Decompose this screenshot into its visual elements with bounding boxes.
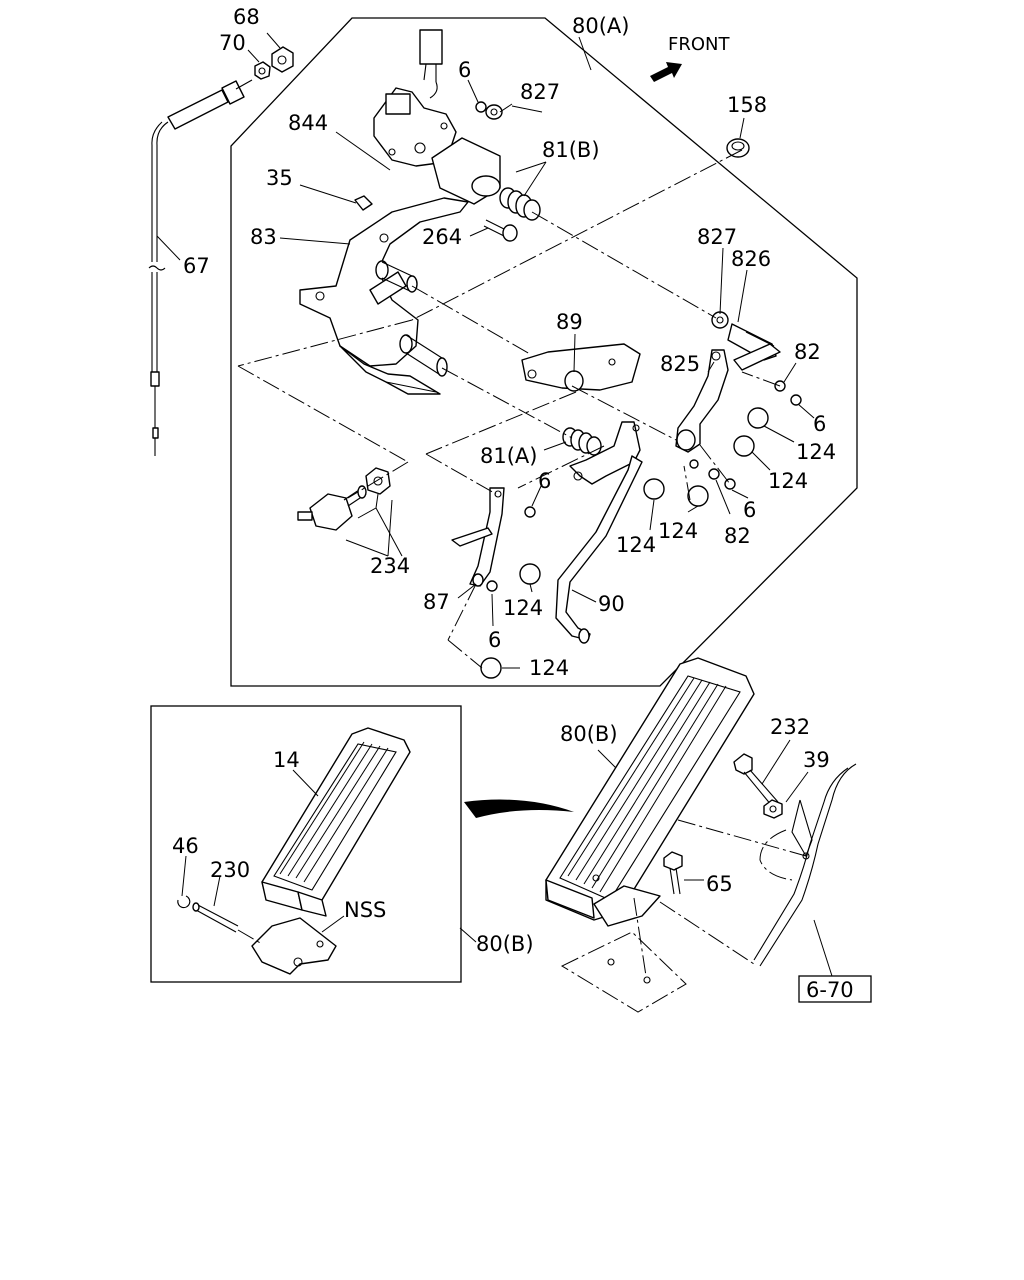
- label-124-m1: 124: [616, 533, 656, 557]
- bolt-264: [483, 219, 518, 242]
- label-front: FRONT: [668, 34, 730, 55]
- stopper-35: [354, 195, 373, 211]
- label-81a: 81(A): [480, 444, 537, 468]
- cap-158: [726, 138, 750, 158]
- label-87: 87: [423, 590, 450, 614]
- bushing-827-top: [485, 104, 503, 120]
- label-80b: 80(B): [560, 722, 618, 746]
- label-68: 68: [233, 5, 260, 29]
- spring-81b: [499, 187, 541, 221]
- label-83: 83: [250, 225, 277, 249]
- part-labels: 68 70 67 80(A) FRONT 6 827 158 844 81(B)…: [172, 5, 854, 1002]
- label-124-l: 124: [503, 596, 543, 620]
- label-124-r2: 124: [768, 469, 808, 493]
- label-825: 825: [660, 352, 700, 376]
- hinge-bracket-nss: [251, 917, 337, 975]
- label-14: 14: [273, 748, 300, 772]
- pin-230: [192, 902, 239, 933]
- inset-leaders: [181, 769, 477, 943]
- label-827-right: 827: [697, 225, 737, 249]
- cap-124-bot: [480, 657, 502, 679]
- label-124-m2: 124: [658, 519, 698, 543]
- pedal-bracket-83: [299, 197, 469, 395]
- clip-6-bottom: [724, 478, 736, 490]
- front-arrow-icon: [650, 62, 682, 82]
- cap-124-m2: [687, 485, 709, 507]
- bushing-827-right: [711, 311, 729, 329]
- arm-825: [675, 349, 729, 453]
- clip-6-mid: [524, 506, 536, 518]
- label-6-low: 6: [488, 628, 501, 652]
- label-264: 264: [422, 225, 462, 249]
- clip-46: [177, 895, 191, 909]
- label-826: 826: [731, 247, 771, 271]
- label-6-top: 6: [458, 58, 471, 82]
- alignment-lines: [237, 149, 781, 669]
- floor-plate: [560, 897, 687, 1013]
- label-81b: 81(B): [542, 138, 600, 162]
- assembly-80a-frame: [230, 17, 858, 687]
- pedal-pad-14: [261, 727, 411, 917]
- assembly-arrow-icon: [464, 799, 574, 818]
- label-90: 90: [598, 592, 625, 616]
- label-82-right: 82: [794, 340, 821, 364]
- pedal-arm-90: [555, 421, 665, 644]
- label-6-bottom: 6: [743, 498, 756, 522]
- lever-89: [521, 343, 641, 392]
- label-46: 46: [172, 834, 199, 858]
- label-39: 39: [803, 748, 830, 772]
- spring-81a: [562, 427, 602, 456]
- pedal-assembly-80b: [545, 657, 755, 927]
- nut-39: [763, 771, 809, 819]
- label-35: 35: [266, 166, 293, 190]
- clip-6-right: [790, 394, 802, 406]
- label-65: 65: [706, 872, 733, 896]
- label-158: 158: [727, 93, 767, 117]
- nut-68: [271, 46, 294, 73]
- label-80b-inset: 80(B): [476, 932, 534, 956]
- label-ref-6-70: 6-70: [806, 978, 854, 1002]
- label-124-r1: 124: [796, 440, 836, 464]
- label-6-mid: 6: [538, 469, 551, 493]
- label-827-top: 827: [520, 80, 560, 104]
- pedal-position-sensor-844: [373, 29, 457, 167]
- inset-frame-80b: [150, 705, 462, 983]
- clip-6-small: [689, 459, 699, 469]
- label-89: 89: [556, 310, 583, 334]
- floor-panel-6-70: [597, 749, 857, 977]
- label-67: 67: [183, 254, 210, 278]
- clip-82-bottom: [708, 468, 720, 480]
- label-124-bottom: 124: [529, 656, 569, 680]
- leader-lines: [279, 36, 815, 669]
- cap-124-r1: [747, 407, 769, 429]
- inset-dashed-line: [237, 929, 263, 945]
- label-82-bottom: 82: [724, 524, 751, 548]
- accelerator-cable-67: [148, 79, 253, 456]
- cap-124-r2: [733, 435, 755, 457]
- label-6-right: 6: [813, 412, 826, 436]
- label-70: 70: [219, 31, 246, 55]
- label-232: 232: [770, 715, 810, 739]
- bolt-232: [733, 739, 791, 807]
- bolt-65: [663, 851, 704, 895]
- clip-6-low: [486, 580, 498, 592]
- reference-box: [798, 975, 872, 1003]
- stop-switch-234: [297, 467, 391, 531]
- link-rod-87: [451, 487, 505, 587]
- label-844: 844: [288, 111, 328, 135]
- bracket-pivot: [431, 137, 501, 205]
- label-nss: NSS: [344, 898, 386, 922]
- label-230: 230: [210, 858, 250, 882]
- label-80a: 80(A): [572, 14, 629, 38]
- label-234: 234: [370, 554, 410, 578]
- nut-70: [254, 61, 271, 80]
- cap-124-l: [519, 563, 541, 585]
- clip-6-top: [475, 101, 487, 113]
- link-826: [727, 323, 781, 371]
